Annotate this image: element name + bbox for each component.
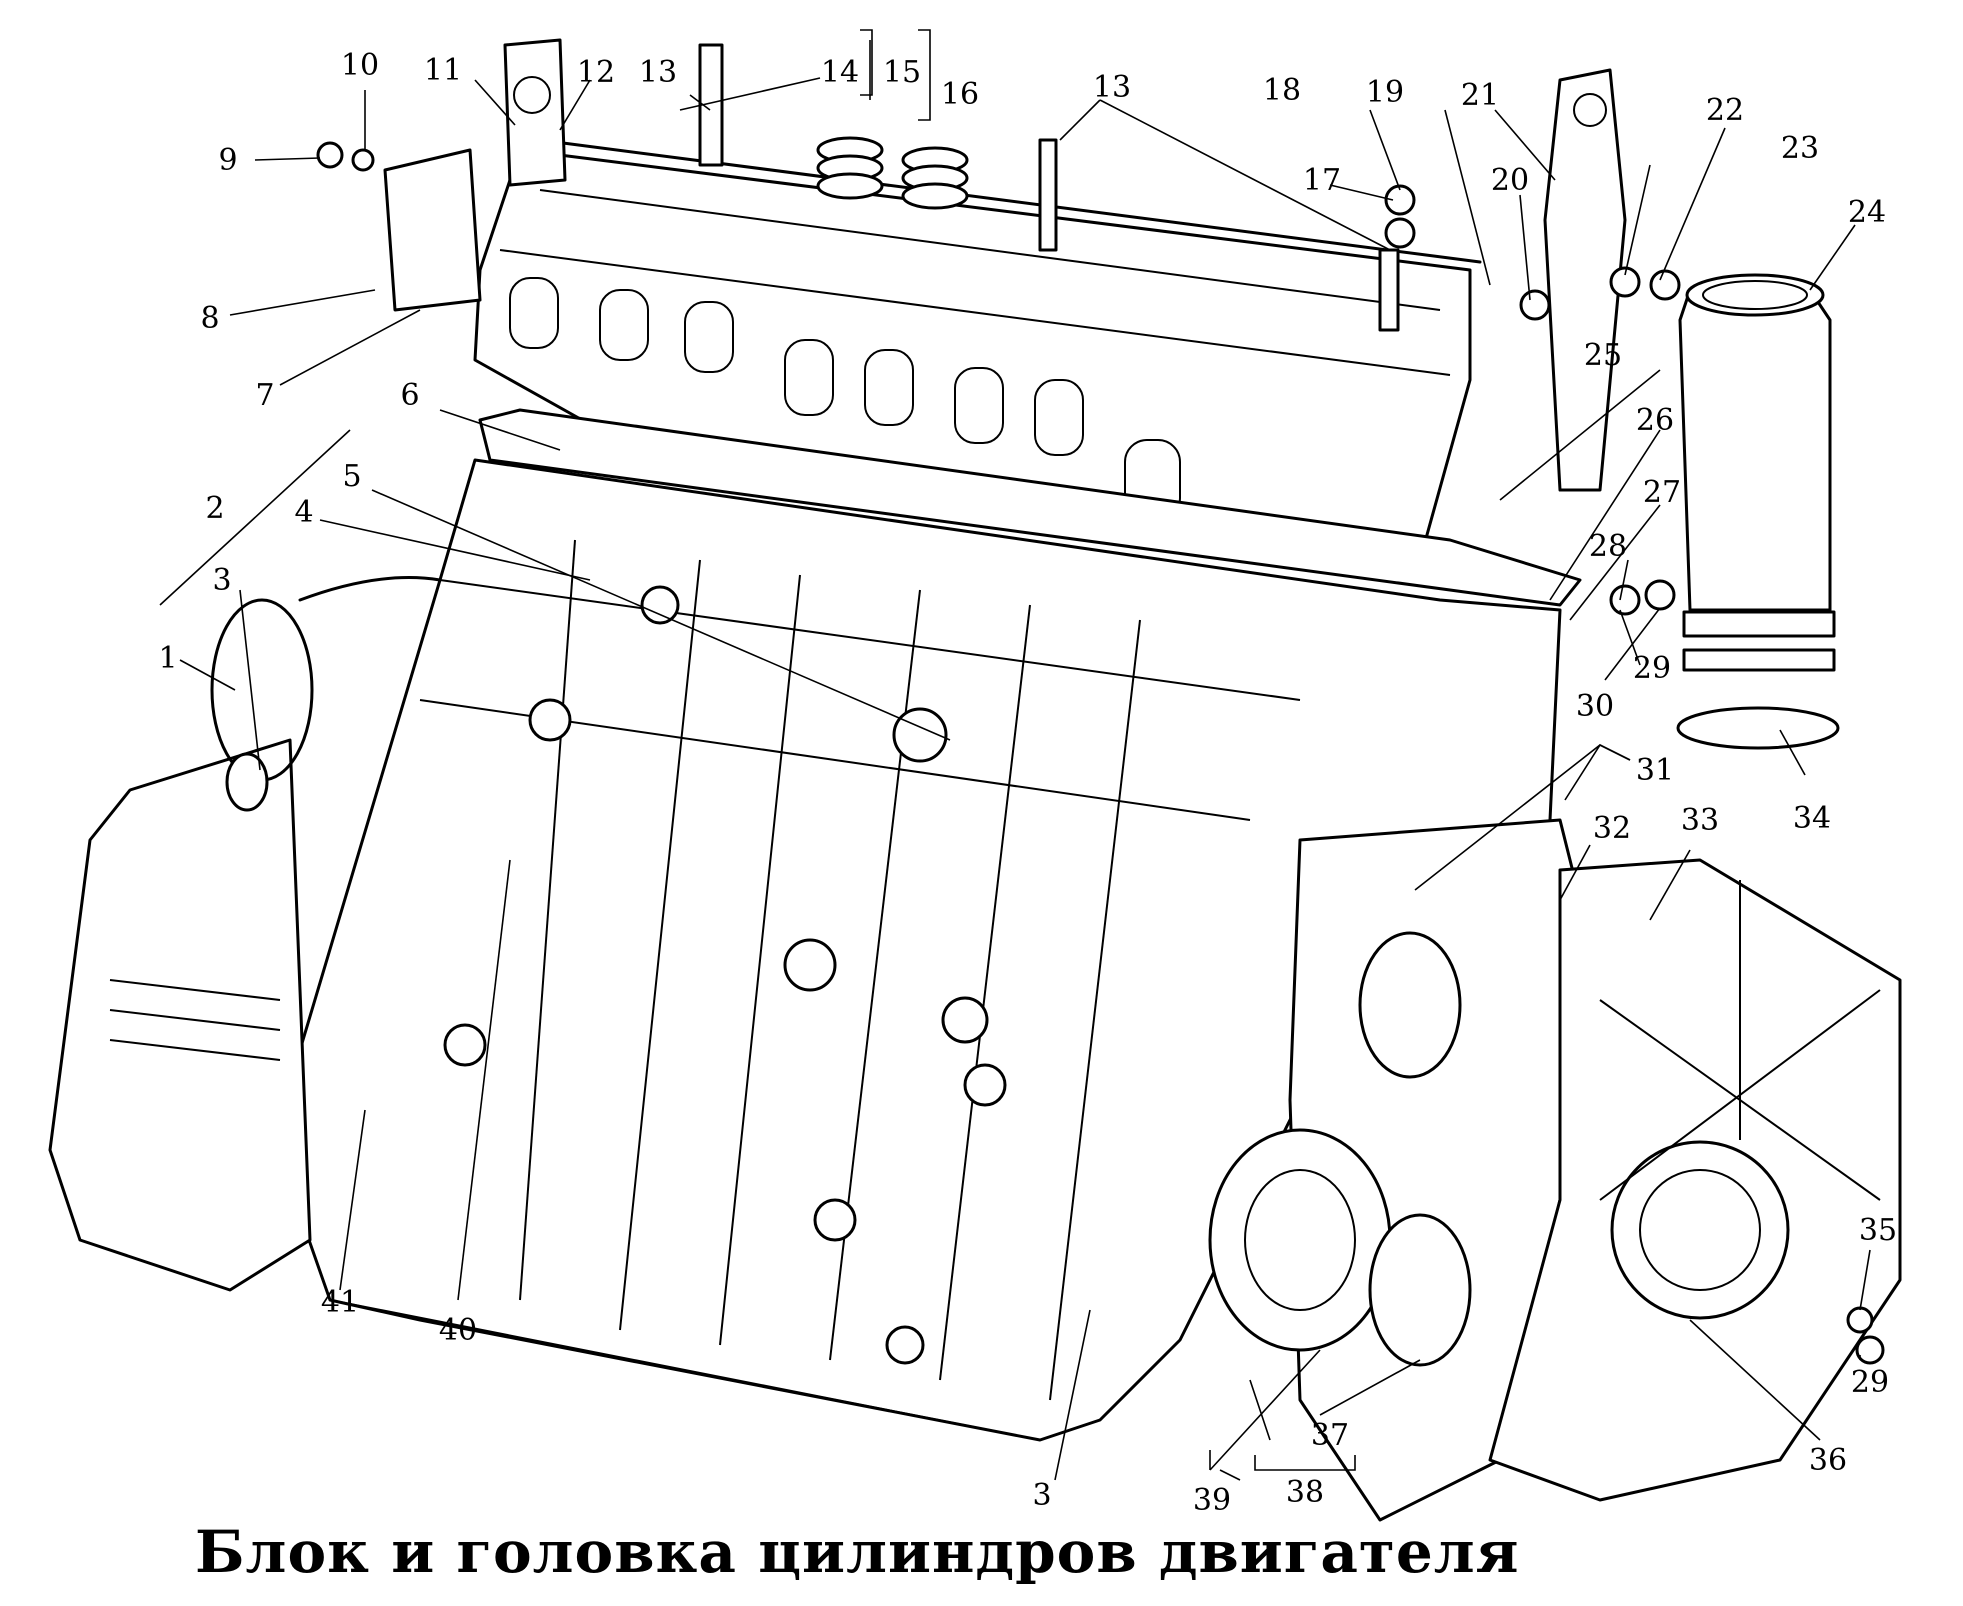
head-gasket xyxy=(478,408,1582,607)
callout-23: 23 xyxy=(1781,131,1819,166)
callout-9: 9 xyxy=(218,143,237,178)
seal-holder xyxy=(1208,1128,1392,1352)
intake-exhaust-ports xyxy=(509,277,1181,521)
callout-29-top: 29 xyxy=(1633,651,1671,686)
callout-15: 15 xyxy=(883,55,921,90)
plug xyxy=(225,752,269,812)
callout-41: 41 xyxy=(321,1285,359,1320)
callout-33: 33 xyxy=(1681,803,1719,838)
cylinder-liner xyxy=(1676,273,1840,750)
callout-13-right: 13 xyxy=(1093,70,1131,105)
callout-8: 8 xyxy=(200,301,219,336)
fasteners xyxy=(316,141,1885,1365)
callout-40: 40 xyxy=(439,1313,477,1348)
pulley xyxy=(1368,1213,1472,1367)
head-studs xyxy=(698,43,1400,332)
callout-31: 31 xyxy=(1636,753,1674,788)
callout-30: 30 xyxy=(1576,689,1614,724)
rear-lifting-bracket xyxy=(1543,68,1627,492)
diagram-caption: Блок и головка цилиндров двигателя xyxy=(195,1518,1520,1586)
callout-32: 32 xyxy=(1593,811,1631,846)
leader-lines xyxy=(159,40,1871,1481)
callout-11: 11 xyxy=(424,53,462,88)
cylinder-head xyxy=(383,38,1482,562)
callout-2: 2 xyxy=(205,491,224,526)
bracket-14-15 xyxy=(860,29,873,96)
callout-21: 21 xyxy=(1461,78,1499,113)
rear-flange xyxy=(48,738,312,1292)
oil-pipe xyxy=(298,576,442,602)
callout-18: 18 xyxy=(1263,73,1301,108)
callout-34: 34 xyxy=(1793,801,1831,836)
callout-24: 24 xyxy=(1848,195,1886,230)
callout-22: 22 xyxy=(1706,93,1744,128)
callout-14: 14 xyxy=(821,55,859,90)
callout-25: 25 xyxy=(1584,338,1622,373)
callout-10: 10 xyxy=(341,48,379,83)
callout-3-bottom: 3 xyxy=(1032,1478,1051,1513)
callout-28: 28 xyxy=(1589,529,1627,564)
callout-4: 4 xyxy=(294,495,313,530)
callout-36: 36 xyxy=(1809,1443,1847,1478)
callouts: 1 2 3 4 5 6 7 8 9 10 11 12 13 13 14 15 1… xyxy=(158,48,1897,1518)
bracket-15-16 xyxy=(918,29,931,121)
callout-13-left: 13 xyxy=(639,55,677,90)
callout-5: 5 xyxy=(342,459,361,494)
callout-6: 6 xyxy=(400,378,419,413)
callout-19: 19 xyxy=(1366,75,1404,110)
callout-17: 17 xyxy=(1303,163,1341,198)
callout-1: 1 xyxy=(158,641,177,676)
bracket-38 xyxy=(1254,1455,1356,1471)
valve-springs xyxy=(816,136,969,210)
callout-16: 16 xyxy=(941,77,979,112)
callout-38: 38 xyxy=(1286,1475,1324,1510)
callout-29-bottom: 29 xyxy=(1851,1365,1889,1400)
timing-cover xyxy=(1288,818,1902,1522)
callout-12: 12 xyxy=(577,55,615,90)
callout-27: 27 xyxy=(1643,475,1681,510)
liner-seal-ring xyxy=(1676,706,1840,750)
callout-7: 7 xyxy=(255,378,274,413)
callout-26: 26 xyxy=(1636,403,1674,438)
callout-39: 39 xyxy=(1193,1483,1231,1518)
callout-20: 20 xyxy=(1491,163,1529,198)
water-outlet-flange xyxy=(383,148,482,312)
callout-3: 3 xyxy=(212,563,231,598)
callout-37: 37 xyxy=(1311,1418,1349,1453)
callout-35: 35 xyxy=(1859,1213,1897,1248)
